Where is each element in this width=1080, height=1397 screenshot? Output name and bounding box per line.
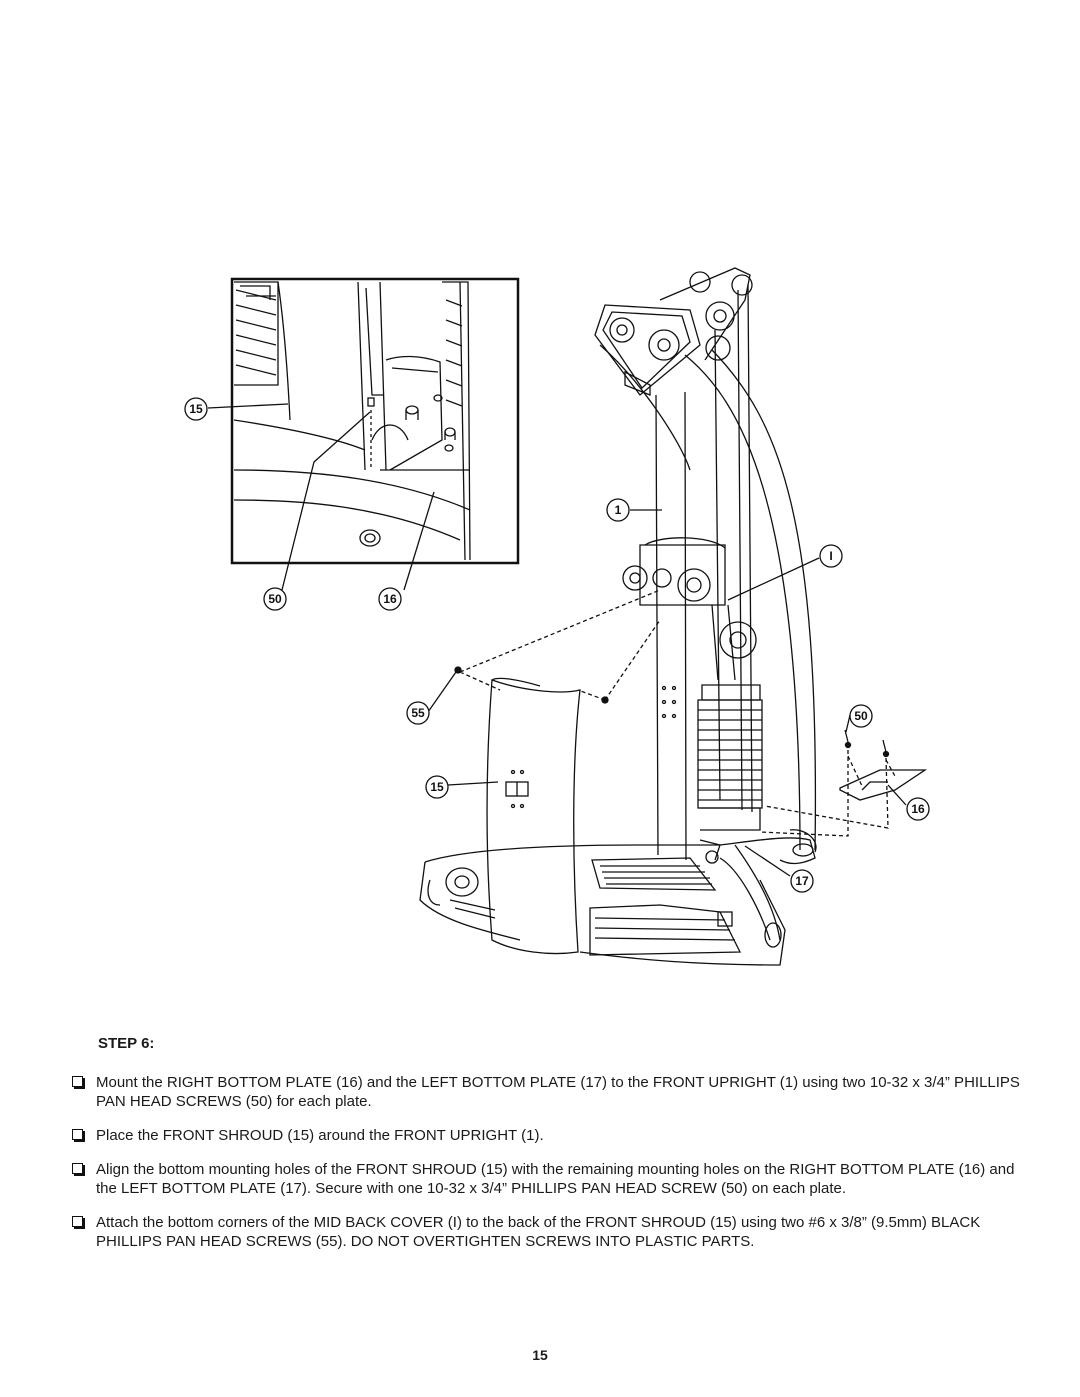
inset-callout-16: 16 [383, 592, 397, 606]
machine-drawing [419, 267, 928, 966]
callout-16: 16 [911, 802, 925, 816]
instruction-text: Place the FRONT SHROUD (15) around the F… [96, 1127, 544, 1144]
checkbox-icon [72, 1129, 83, 1140]
callout-17: 17 [795, 874, 809, 888]
assembly-illustration: 15 50 16 1 I 55 15 50 16 17 [184, 267, 930, 966]
callout-15: 15 [430, 780, 444, 794]
instruction-text: Attach the bottom corners of the MID BAC… [96, 1214, 981, 1250]
instruction-item: Mount the RIGHT BOTTOM PLATE (16) and th… [72, 1073, 1022, 1111]
instruction-item: Align the bottom mounting holes of the F… [72, 1160, 1022, 1198]
checkbox-icon [72, 1216, 83, 1227]
checkbox-icon [72, 1076, 83, 1087]
instruction-text: Mount the RIGHT BOTTOM PLATE (16) and th… [96, 1074, 1020, 1110]
instruction-item: Attach the bottom corners of the MID BAC… [72, 1213, 1022, 1251]
inset-callout-15: 15 [189, 402, 203, 416]
callout-55: 55 [411, 706, 425, 720]
inset-callout-circles [184, 397, 402, 611]
callout-I: I [829, 549, 832, 563]
page-number: 15 [532, 1347, 548, 1363]
callout-50: 50 [854, 709, 868, 723]
callout-1: 1 [615, 503, 622, 517]
inset-detail [207, 277, 520, 591]
instruction-text: Align the bottom mounting holes of the F… [96, 1161, 1015, 1197]
inset-callout-50: 50 [268, 592, 282, 606]
instruction-list: Mount the RIGHT BOTTOM PLATE (16) and th… [72, 1073, 1022, 1266]
main-callout-circles [406, 498, 930, 893]
instruction-item: Place the FRONT SHROUD (15) around the F… [72, 1126, 1022, 1145]
step-title: STEP 6: [98, 1035, 155, 1052]
checkbox-icon [72, 1163, 83, 1174]
